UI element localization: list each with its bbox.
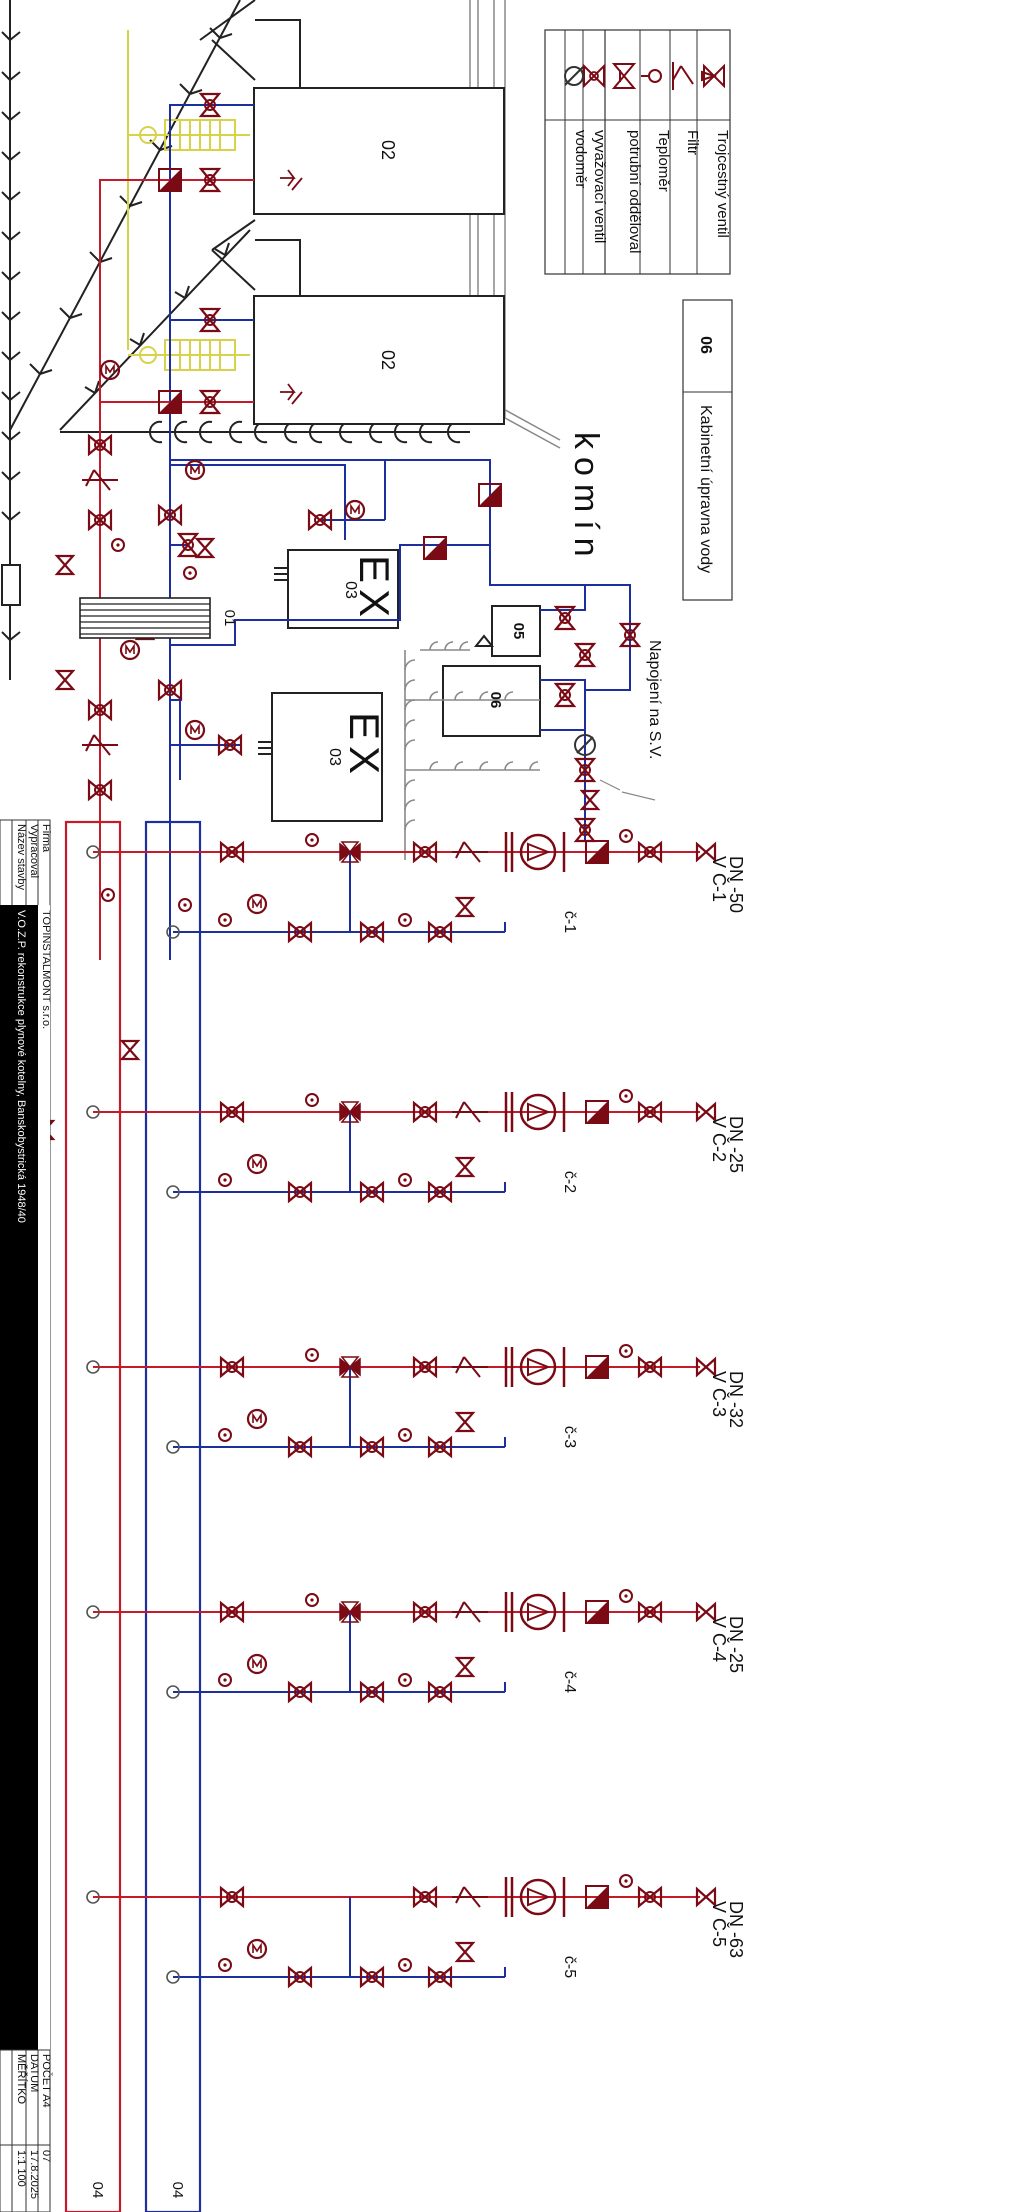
circuit-name: V Č-3 (709, 1371, 730, 1417)
pump-label: č-1 (561, 911, 578, 933)
circuit-dn: DN -32 (726, 1371, 746, 1428)
chimney-label: komín (567, 432, 605, 565)
boiler-upper: 02 (253, 87, 505, 215)
circuit-name: V Č-2 (709, 1116, 730, 1162)
pump-label: č-5 (561, 1956, 578, 1978)
meritko-value: 1:1 100 (15, 2150, 27, 2187)
legend-table: Trojcestný ventil Filtr Teploměr potrubn… (544, 29, 731, 275)
datum-value: 17.8.2025 (28, 2150, 40, 2199)
vessel-mark: EX (341, 712, 388, 780)
flue-line (1, 0, 470, 680)
pocet-label: POČET A4 (40, 2054, 53, 2108)
pocet-value: 07 (40, 2150, 52, 2162)
pipe-separator-icon (611, 63, 637, 89)
drain-lines (404, 641, 540, 860)
connection-label: Napojení na S.V. (646, 640, 663, 760)
tank-05: 05 (473, 605, 541, 657)
circuit-name: V Č-4 (709, 1616, 730, 1662)
firma-label: Firma (40, 824, 52, 853)
heating-circuits: č-1V Č-1DN -50č-2V Č-2DN -25č-3V Č-3DN -… (86, 829, 746, 1988)
boiler-code: 02 (378, 350, 398, 370)
legend-label: Teploměr (655, 130, 672, 192)
title-block: Firma Vypracoval Název stavby TOPINSTALM… (0, 819, 53, 2212)
gas-line (127, 30, 250, 371)
circuit-dn: DN -50 (726, 856, 746, 913)
circuit-1: č-1 V Č-1DN -50 (86, 829, 746, 943)
circuit-2: č-2 V Č-2DN -25 (86, 1089, 746, 1203)
balancing-valve-icon (583, 63, 605, 89)
tank-code: 05 (510, 623, 527, 640)
legend-label: vodoměr (572, 130, 589, 188)
pump-label: č-4 (561, 1671, 578, 1693)
legend-label: potrubní odděloval (626, 130, 643, 253)
meritko-label: MĚŘÍTKO (15, 2054, 28, 2105)
expansion-vessel-2: 03 EX (258, 692, 388, 822)
firma-value: TOPINSTALMONT s.r.o. (40, 910, 52, 1029)
circuit-dn: DN -63 (726, 1901, 746, 1958)
manifold-code: 04 (169, 2182, 186, 2199)
exchanger-code: 01 (221, 610, 238, 627)
circuit-5: č-5 V Č-5DN -63 (86, 1874, 746, 1988)
boiler-pipes (99, 104, 254, 960)
manifold-supply: 04 (64, 820, 122, 2212)
vessel-code: 03 (342, 581, 359, 599)
nazev-value: V.O.Z.P. rekonstrukce plynové kotelny, B… (15, 910, 27, 1223)
boiler-code: 02 (378, 140, 398, 160)
three-way-valve-icon (701, 63, 725, 89)
thermometer-icon (641, 69, 662, 83)
vessel-mark: EX (351, 555, 398, 623)
vessel-code: 03 (326, 748, 343, 766)
circuit-dn: DN -25 (726, 1616, 746, 1673)
manifold-return: 04 (144, 820, 202, 2212)
tank-06: 06 (442, 665, 541, 737)
legend-label: Trojcestný ventil (714, 130, 731, 238)
circuit-name: V Č-1 (709, 856, 730, 902)
legend-label: vyvažovací ventil (591, 130, 608, 243)
nazev-label: Název stavby (15, 824, 27, 891)
pump-label: č-2 (561, 1171, 578, 1193)
circuit-dn: DN -25 (726, 1116, 746, 1173)
unit-name: Kabinetní úpravna vody (697, 405, 714, 573)
expansion-vessel-1: 03 EX (274, 549, 399, 629)
plate-exchanger: 01 (79, 597, 238, 639)
manifold-code: 04 (89, 2182, 106, 2199)
datum-label: DATUM (28, 2054, 40, 2092)
water-meter-icon (564, 66, 584, 86)
circuit-name: V Č-5 (709, 1901, 730, 1947)
unit-code: 06 (697, 336, 714, 354)
circuit-3: č-3 V Č-3DN -32 (86, 1344, 746, 1458)
vypracoval-label: Vypracoval (28, 824, 40, 878)
legend-label: Filtr (684, 130, 701, 155)
water-treatment-label: 06 Kabinetní úpravna vody (682, 299, 733, 601)
boiler-lower: 02 (253, 295, 505, 425)
filter-icon (672, 62, 694, 90)
pump-label: č-3 (561, 1426, 578, 1448)
circuit-4: č-4 V Č-4DN -25 (86, 1589, 746, 1703)
